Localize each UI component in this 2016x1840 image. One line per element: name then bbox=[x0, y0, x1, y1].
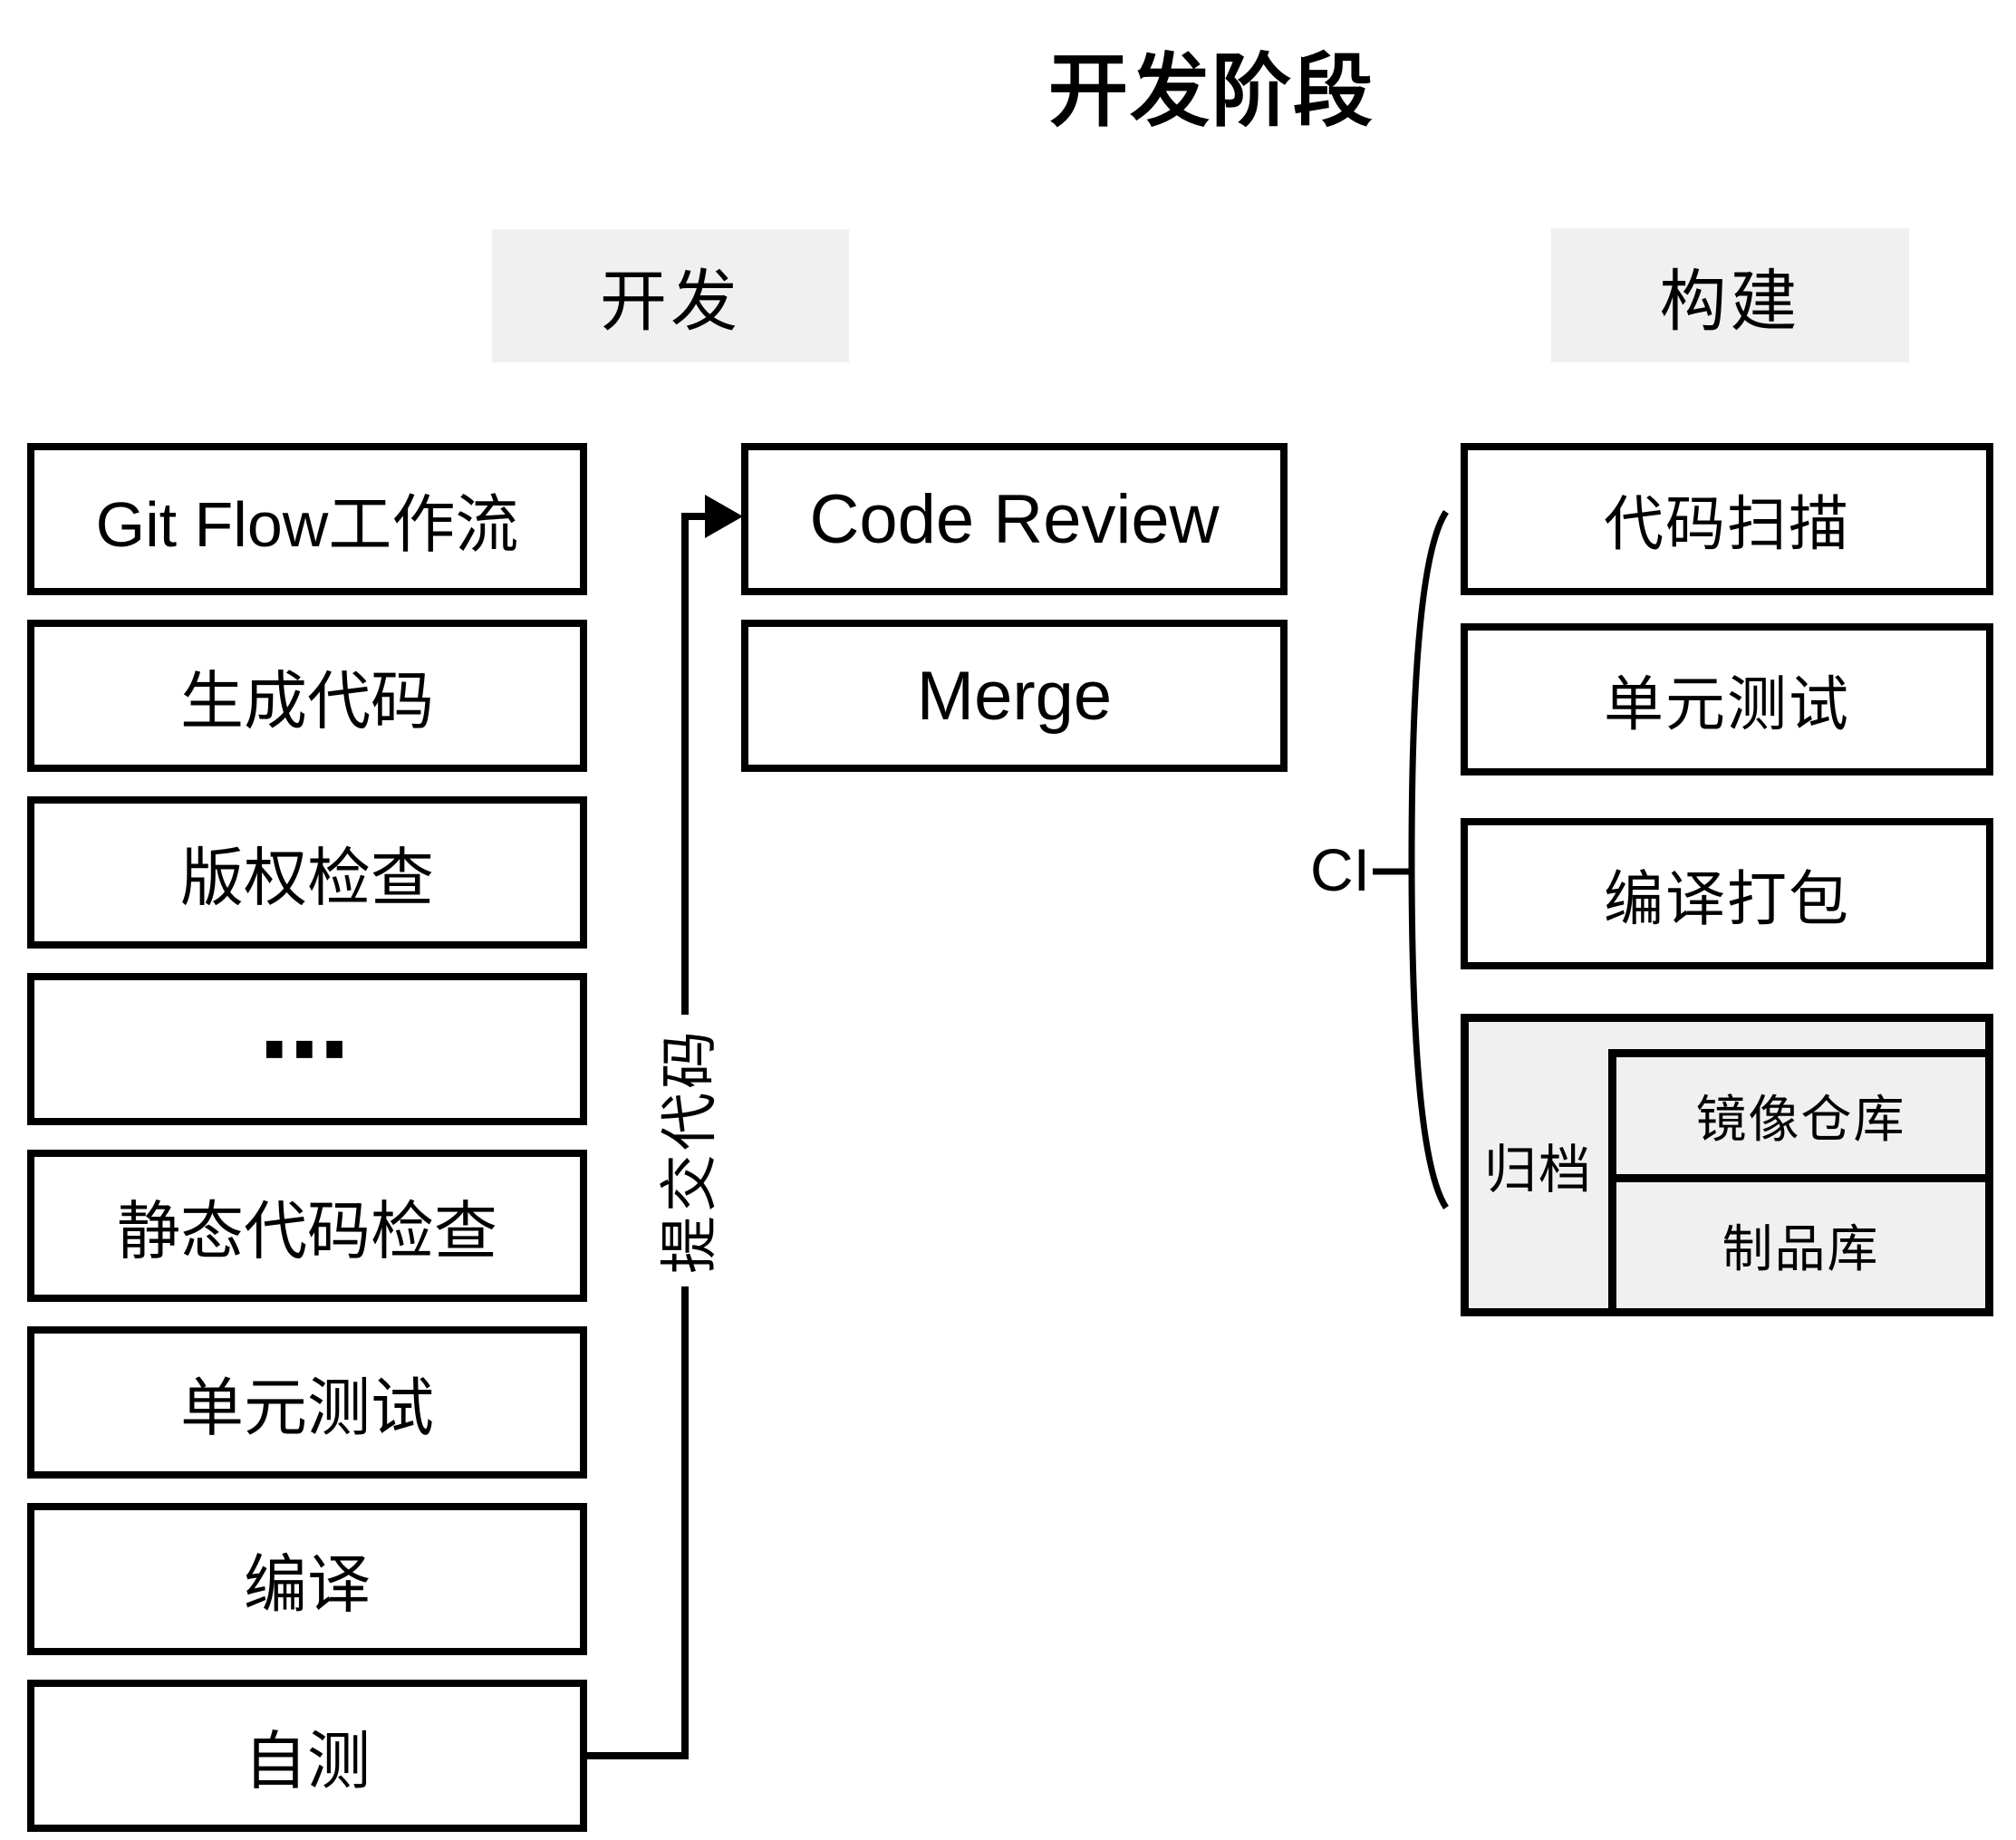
box-code-scan: 代码扫描 bbox=[1461, 443, 1993, 595]
box-unit-test-dev: 单元测试 bbox=[27, 1326, 587, 1479]
box-code-review: Code Review bbox=[741, 443, 1288, 595]
build-section-label: 构建 bbox=[1551, 228, 1909, 362]
box-compile-package: 编译打包 bbox=[1461, 818, 1993, 969]
box-git-flow-workflow: Git Flow工作流 bbox=[27, 443, 587, 595]
box-artifact-repo: 制品库 bbox=[1608, 1182, 1993, 1316]
page-title: 开发阶段 bbox=[1047, 46, 1375, 136]
box-compile: 编译 bbox=[27, 1503, 587, 1655]
ci-bracket bbox=[1408, 510, 1449, 1209]
box-merge: Merge bbox=[741, 620, 1288, 772]
commit-arrowhead-icon bbox=[705, 495, 743, 538]
box-static-code-check: 静态代码检查 bbox=[27, 1150, 587, 1302]
box-self-test: 自测 bbox=[27, 1680, 587, 1832]
ci-label: CI bbox=[1310, 836, 1370, 903]
box-unit-test-build: 单元测试 bbox=[1461, 623, 1993, 775]
box-copyright-check: 版权检查 bbox=[27, 796, 587, 949]
dev-section-label: 开发 bbox=[492, 229, 849, 362]
archive-box: 归档 镜像仓库 制品库 bbox=[1461, 1014, 1993, 1316]
box-image-repo: 镜像仓库 bbox=[1608, 1049, 1993, 1182]
box-ellipsis: ⋯ bbox=[27, 973, 587, 1125]
archive-label: 归档 bbox=[1483, 1141, 1593, 1199]
commit-code-label: 提交代码 bbox=[640, 1015, 730, 1286]
box-generate-code: 生成代码 bbox=[27, 620, 587, 772]
